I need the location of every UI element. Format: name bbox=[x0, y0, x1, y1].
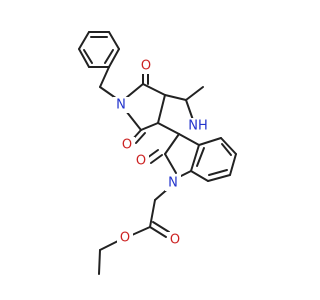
bond bbox=[98, 249, 101, 275]
bond bbox=[196, 147, 205, 167]
bond bbox=[83, 49, 93, 64]
bond bbox=[207, 174, 231, 182]
imide-ring bbox=[125, 72, 166, 144]
bond bbox=[178, 133, 200, 146]
label-bg bbox=[138, 58, 154, 74]
bond bbox=[149, 226, 167, 238]
nitrogen-label: N bbox=[116, 98, 126, 113]
benzo-ring bbox=[190, 137, 237, 182]
bond bbox=[157, 122, 180, 135]
bond bbox=[78, 31, 90, 50]
bond bbox=[221, 143, 232, 156]
bond bbox=[164, 153, 177, 174]
pyrrolidine-ring bbox=[157, 86, 204, 135]
bond bbox=[208, 169, 228, 176]
bond bbox=[140, 122, 159, 131]
bond bbox=[142, 83, 166, 96]
oxygen-label: O bbox=[170, 233, 180, 248]
bond bbox=[229, 153, 237, 176]
bond bbox=[78, 48, 90, 68]
bond-ring-ch2 bbox=[99, 66, 110, 88]
bond bbox=[131, 226, 151, 236]
structural-formula: O N O NH O N O O bbox=[78, 31, 237, 275]
bond bbox=[190, 144, 200, 172]
bond bbox=[220, 137, 237, 155]
label-bg bbox=[167, 232, 183, 248]
bond bbox=[190, 170, 209, 182]
label-bg bbox=[113, 97, 129, 113]
ester-side-chain bbox=[98, 186, 171, 275]
label-bg bbox=[117, 230, 133, 246]
bond bbox=[125, 83, 144, 99]
bond bbox=[164, 94, 187, 101]
oxygen-label: O bbox=[136, 154, 146, 169]
nitrogen-label: N bbox=[168, 176, 178, 191]
bond bbox=[180, 170, 192, 177]
label-bg bbox=[119, 137, 135, 153]
oxygen-label: O bbox=[122, 138, 132, 153]
oxygen-label: O bbox=[120, 231, 130, 246]
molecule-canvas: O N O NH O N O O bbox=[78, 31, 237, 275]
bond bbox=[152, 221, 170, 233]
bond bbox=[185, 99, 194, 121]
bond bbox=[150, 154, 163, 164]
label-bg bbox=[185, 118, 211, 134]
bond bbox=[164, 133, 180, 155]
label-bg bbox=[165, 175, 181, 191]
bond bbox=[99, 240, 119, 251]
bond bbox=[125, 110, 142, 131]
bond-methyl bbox=[185, 86, 204, 101]
bond bbox=[108, 48, 120, 68]
label-bg bbox=[133, 153, 149, 169]
bond bbox=[135, 132, 146, 144]
bond bbox=[149, 199, 156, 228]
bond bbox=[198, 137, 222, 146]
benzyl-phenyl-ring bbox=[78, 31, 120, 68]
bond bbox=[108, 31, 120, 50]
amine-nh-label: NH bbox=[188, 119, 208, 134]
bond bbox=[157, 94, 166, 124]
oxygen-label: O bbox=[141, 59, 151, 74]
bond bbox=[104, 49, 114, 64]
atom-labels: O N O NH O N O O bbox=[113, 58, 211, 248]
oxindole-ring bbox=[146, 133, 200, 177]
